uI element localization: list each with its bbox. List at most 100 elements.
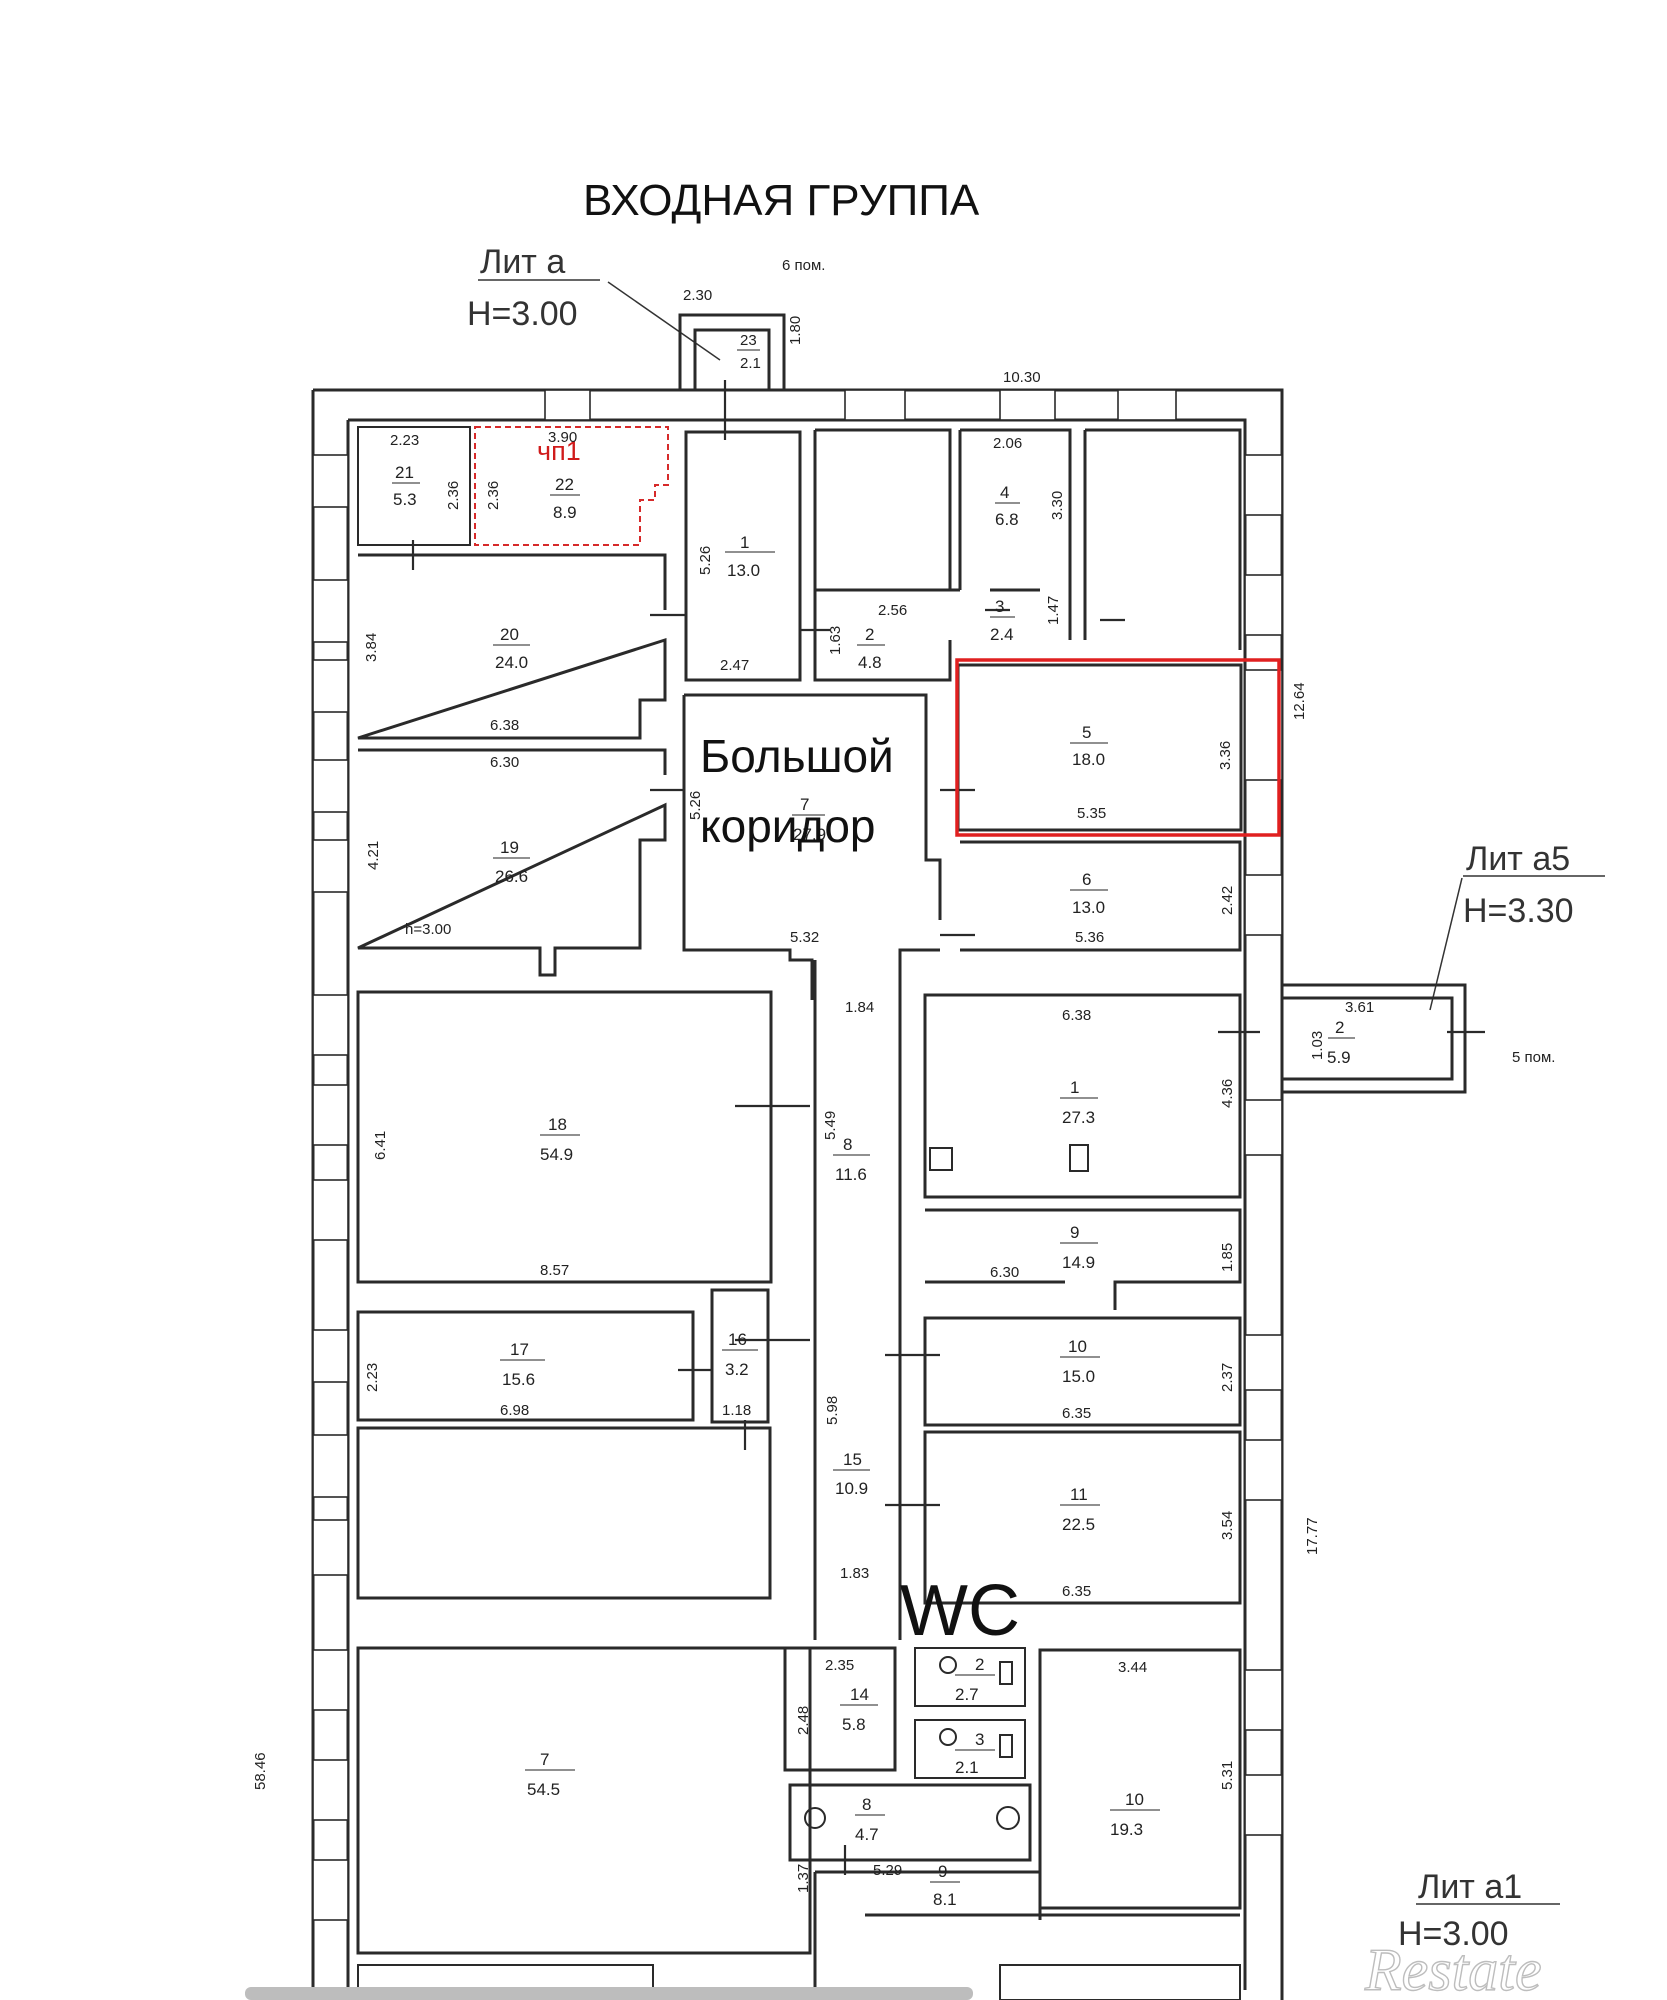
bottom-scroll-bar (245, 1987, 973, 2000)
svg-text:15.6: 15.6 (502, 1370, 535, 1389)
svg-text:3.84: 3.84 (363, 633, 380, 662)
room-7-corridor: 727.9 (792, 795, 826, 844)
svg-text:15.0: 15.0 (1062, 1367, 1095, 1386)
svg-text:6: 6 (1082, 870, 1091, 889)
svg-text:11: 11 (1070, 1485, 1088, 1504)
lit-a5-note: 5 пом. (1512, 1049, 1555, 1066)
svg-text:8.9: 8.9 (553, 503, 577, 522)
svg-text:3.36: 3.36 (1217, 741, 1234, 770)
svg-text:6.98: 6.98 (500, 1402, 529, 1419)
svg-text:3.90: 3.90 (548, 429, 577, 446)
svg-text:54.9: 54.9 (540, 1145, 573, 1164)
svg-text:3.30: 3.30 (1049, 491, 1066, 520)
svg-text:6.30: 6.30 (990, 1264, 1019, 1281)
svg-text:6.35: 6.35 (1062, 1405, 1091, 1422)
svg-text:2.37: 2.37 (1219, 1363, 1236, 1392)
svg-text:5.32: 5.32 (790, 929, 819, 946)
svg-text:6.30: 6.30 (490, 754, 519, 771)
wc-label: WC (900, 1571, 1020, 1651)
svg-text:1.80: 1.80 (787, 316, 804, 345)
svg-text:17: 17 (510, 1340, 529, 1359)
highlight-label: чп1 (537, 436, 581, 466)
svg-text:3.54: 3.54 (1219, 1511, 1236, 1540)
svg-text:5.8: 5.8 (842, 1715, 866, 1734)
door-marks (411, 380, 1485, 1875)
svg-text:4.7: 4.7 (855, 1825, 879, 1844)
dimension-labels: 2.30 1.80 10.30 2.23 3.90 2.36 2.36 5.26… (252, 287, 1374, 1893)
svg-text:2: 2 (975, 1655, 984, 1674)
svg-text:27.9: 27.9 (793, 825, 826, 844)
room-21: 215.3 (392, 463, 420, 509)
svg-text:19: 19 (500, 838, 519, 857)
svg-text:1.03: 1.03 (1309, 1031, 1326, 1060)
lit-a5-label: Лит а5 (1466, 840, 1570, 878)
room-23: 232.1 (737, 332, 761, 372)
svg-text:9: 9 (938, 1862, 947, 1881)
room-2-wc: 22.7 (955, 1655, 995, 1704)
svg-text:3: 3 (975, 1730, 984, 1749)
svg-text:2.1: 2.1 (955, 1758, 979, 1777)
svg-text:2.23: 2.23 (364, 1363, 381, 1392)
svg-text:18: 18 (548, 1115, 567, 1134)
svg-text:8: 8 (843, 1135, 852, 1154)
svg-text:5.98: 5.98 (824, 1396, 841, 1425)
lit-a5-height: H=3.30 (1463, 892, 1574, 930)
svg-text:3: 3 (995, 597, 1004, 616)
svg-text:2: 2 (1335, 1018, 1344, 1037)
svg-text:13.0: 13.0 (727, 561, 760, 580)
svg-text:14.9: 14.9 (1062, 1253, 1095, 1272)
svg-text:5.29: 5.29 (873, 1862, 902, 1879)
svg-text:26.6: 26.6 (495, 867, 528, 886)
room-3-wc: 32.1 (955, 1730, 995, 1777)
svg-text:9: 9 (1070, 1223, 1079, 1242)
svg-text:5.3: 5.3 (393, 490, 417, 509)
svg-text:5.35: 5.35 (1077, 805, 1106, 822)
room-9: 914.9 (1060, 1223, 1098, 1272)
svg-text:2.56: 2.56 (878, 602, 907, 619)
svg-text:20: 20 (500, 625, 519, 644)
svg-text:1.47: 1.47 (1045, 596, 1062, 625)
svg-text:18.0: 18.0 (1072, 750, 1105, 769)
svg-text:11.6: 11.6 (835, 1165, 867, 1184)
left-windows (312, 454, 349, 1921)
highlight-room-5 (955, 658, 1281, 837)
svg-text:2.42: 2.42 (1219, 886, 1236, 915)
svg-text:1.83: 1.83 (840, 1565, 869, 1582)
svg-text:10.30: 10.30 (1003, 369, 1041, 386)
svg-text:2.30: 2.30 (683, 287, 712, 304)
svg-text:2.36: 2.36 (445, 481, 462, 510)
outer-walls (311, 313, 1467, 2000)
top-windows (544, 389, 1177, 421)
svg-text:19.3: 19.3 (1110, 1820, 1143, 1839)
svg-text:16: 16 (728, 1330, 747, 1349)
svg-text:5.49: 5.49 (822, 1111, 839, 1140)
svg-text:5.36: 5.36 (1075, 929, 1104, 946)
lit-a1-height: H=3.00 (1398, 1915, 1509, 1953)
lit-a-height: H=3.00 (467, 295, 578, 333)
svg-text:6.41: 6.41 (372, 1131, 389, 1160)
svg-text:4.8: 4.8 (858, 653, 882, 672)
svg-text:2.47: 2.47 (720, 657, 749, 674)
svg-text:2: 2 (865, 625, 874, 644)
svg-text:22: 22 (555, 475, 574, 494)
svg-text:6.8: 6.8 (995, 510, 1019, 529)
corridor-label-line2: коридор (700, 800, 876, 852)
room-2-top: 24.8 (857, 625, 885, 672)
svg-text:15: 15 (843, 1450, 862, 1469)
svg-text:2.06: 2.06 (993, 435, 1022, 452)
svg-text:5.26: 5.26 (697, 546, 714, 575)
room-1-mid: 127.3 (1060, 1078, 1098, 1127)
room-19: 19 26.6 (493, 838, 530, 886)
svg-text:27.3: 27.3 (1062, 1108, 1095, 1127)
svg-text:1.85: 1.85 (1219, 1243, 1236, 1272)
svg-text:2.23: 2.23 (390, 432, 419, 449)
room-18: 18 54.9 (540, 1115, 580, 1164)
svg-text:6.38: 6.38 (1062, 1007, 1091, 1024)
svg-text:1.37: 1.37 (795, 1864, 812, 1893)
svg-text:21: 21 (395, 463, 414, 482)
svg-text:5.26: 5.26 (687, 791, 704, 820)
svg-text:12.64: 12.64 (1291, 682, 1308, 720)
